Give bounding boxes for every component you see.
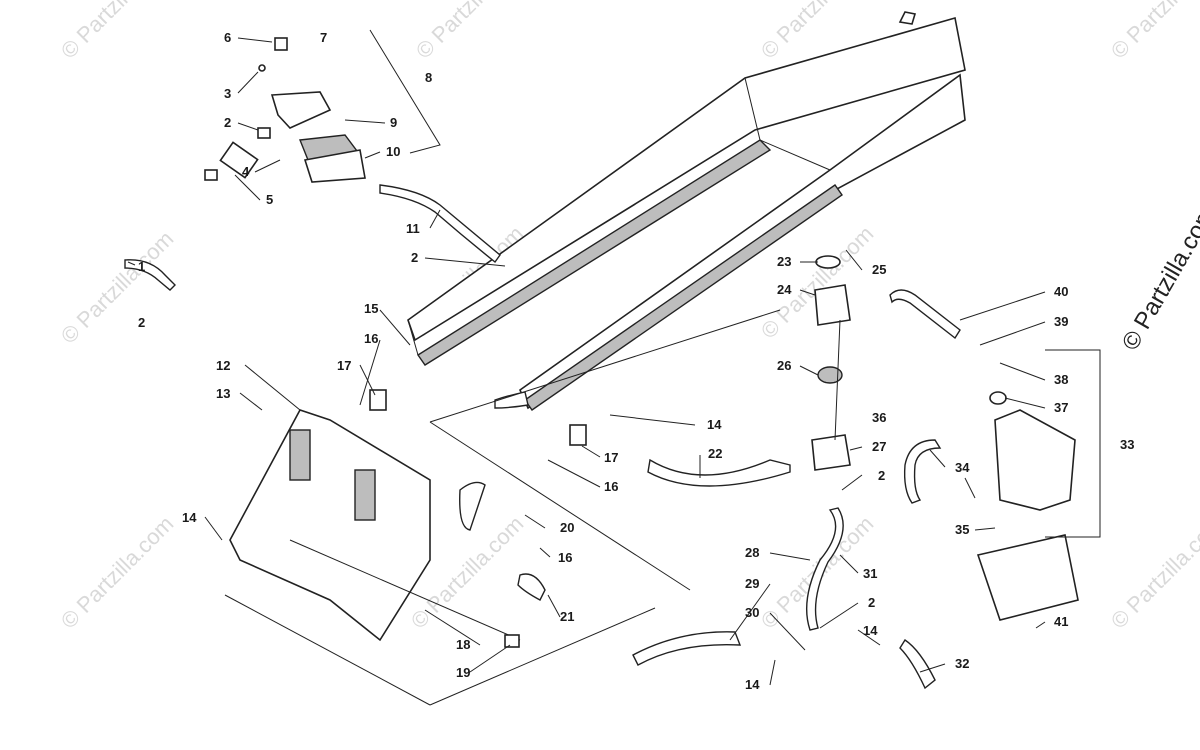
callout-label: 36	[872, 410, 886, 425]
callout-label: 16	[364, 331, 378, 346]
thermostat-housing-assembly	[204, 37, 366, 183]
callout-label: 37	[1054, 400, 1068, 415]
callout-label: 7	[320, 30, 327, 45]
callout-label: 2	[224, 115, 231, 130]
callout-label: 15	[364, 301, 378, 316]
callout-label: 16	[558, 550, 572, 565]
callout-label: 14	[863, 623, 878, 638]
callout-label: 9	[390, 115, 397, 130]
callout-label: 28	[745, 545, 759, 560]
leader-lines	[127, 29, 1101, 706]
callout-label: 14	[745, 677, 760, 692]
callout-label: 35	[955, 522, 969, 537]
callout-label: 2	[868, 595, 875, 610]
callout-label: 27	[872, 439, 886, 454]
callout-label: 29	[745, 576, 759, 591]
watermark: © Partzilla.com	[1106, 0, 1200, 64]
callout-label: 18	[456, 637, 470, 652]
watermark: © Partzilla.com	[56, 0, 179, 64]
watermark: © Partzilla.com	[56, 226, 179, 349]
callout-label: 17	[337, 358, 351, 373]
callout-label: 25	[872, 262, 886, 277]
callout-label: 11	[406, 221, 420, 236]
callout-label: 38	[1054, 372, 1068, 387]
callout-label: 40	[1054, 284, 1068, 299]
callout-label: 8	[425, 70, 432, 85]
callout-label: 32	[955, 656, 969, 671]
callout-label: 3	[224, 86, 231, 101]
callout-label: 23	[777, 254, 791, 269]
callout-label: 14	[182, 510, 197, 525]
callout-label: 22	[708, 446, 722, 461]
callout-label: 16	[604, 479, 618, 494]
callout-label: 12	[216, 358, 230, 373]
callout-label: 20	[560, 520, 574, 535]
callout-label: 26	[777, 358, 791, 373]
side-watermark: © Partzilla.com	[1117, 201, 1200, 355]
callout-label: 1	[138, 259, 145, 274]
callout-label: 6	[224, 30, 231, 45]
callout-label: 2	[138, 315, 145, 330]
callout-label: 24	[777, 282, 792, 297]
heat-exchanger-assembly	[407, 11, 966, 411]
watermark: © Partzilla.com	[411, 0, 534, 64]
callout-label: 10	[386, 144, 400, 159]
watermark: © Partzilla.com	[1106, 511, 1200, 634]
callout-label: 34	[955, 460, 970, 475]
callout-label: 13	[216, 386, 230, 401]
callout-label: 5	[266, 192, 273, 207]
filler-neck-assembly	[811, 255, 851, 471]
callout-label: 41	[1054, 614, 1068, 629]
callout-labels: 6 7 3 8 2 9 10 4 5 11 2 1 2 15 16 17 12 …	[138, 30, 1134, 692]
callout-label: 31	[863, 566, 877, 581]
callout-label: 21	[560, 609, 574, 624]
mounting-frame	[229, 409, 521, 648]
callout-label: 33	[1120, 437, 1134, 452]
callout-label: 30	[745, 605, 759, 620]
callout-label: 39	[1054, 314, 1068, 329]
cap-part	[274, 37, 288, 51]
callout-label: 19	[456, 665, 470, 680]
callout-label: 2	[411, 250, 418, 265]
callout-label: 4	[242, 164, 250, 179]
hoses	[124, 184, 961, 690]
coolant-overflow-tank	[976, 391, 1079, 621]
callout-label: 14	[707, 417, 722, 432]
callout-label: 17	[604, 450, 618, 465]
watermark: © Partzilla.com	[56, 511, 179, 634]
callout-label: 2	[878, 468, 885, 483]
